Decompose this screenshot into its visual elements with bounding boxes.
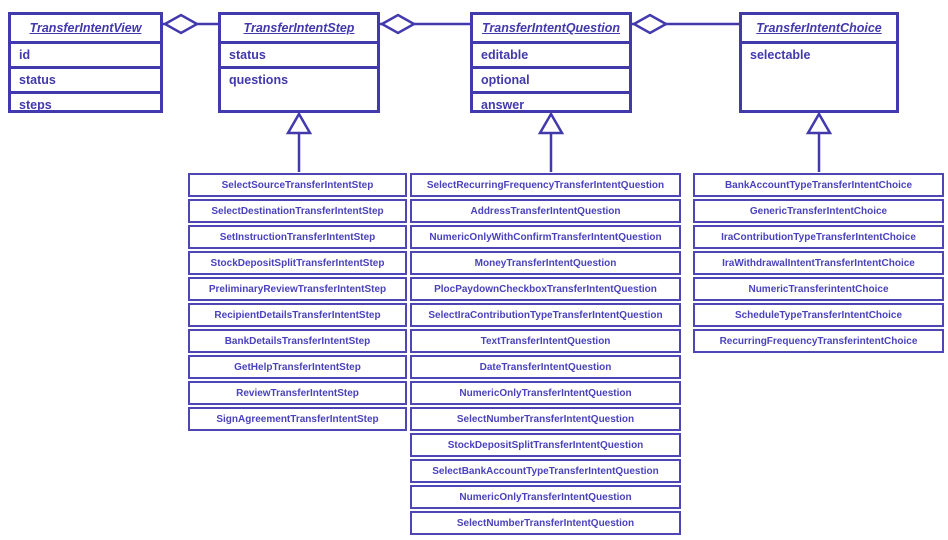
class-attribute: optional <box>473 66 629 91</box>
subclass-row: DateTransferIntentQuestion <box>410 355 681 379</box>
subclass-row: NumericOnlyTransferIntentQuestion <box>410 381 681 405</box>
subclass-row: NumericOnlyWithConfirmTransferIntentQues… <box>410 225 681 249</box>
aggregation-diamond-icon <box>631 13 669 35</box>
aggregation-diamond-icon <box>379 13 417 35</box>
subclass-row: SelectRecurringFrequencyTransferIntentQu… <box>410 173 681 197</box>
class-transfer-intent-choice: TransferIntentChoice selectable <box>739 12 899 113</box>
inheritance-triangle-icon <box>805 111 833 135</box>
subclass-row: TextTransferIntentQuestion <box>410 329 681 353</box>
class-transfer-intent-step: TransferIntentStep status questions <box>218 12 380 113</box>
class-title: TransferIntentChoice <box>756 21 882 35</box>
subclass-row: SelectSourceTransferIntentStep <box>188 173 407 197</box>
class-attribute: id <box>11 41 160 66</box>
subclass-row: GetHelpTransferIntentStep <box>188 355 407 379</box>
class-attribute: status <box>11 66 160 91</box>
subclass-row: SelectIraContributionTypeTransferIntentQ… <box>410 303 681 327</box>
subclass-row: SignAgreementTransferIntentStep <box>188 407 407 431</box>
class-title: TransferIntentView <box>29 21 142 35</box>
inheritance-triangle-icon <box>285 111 313 135</box>
subclass-row: BankAccountTypeTransferIntentChoice <box>693 173 944 197</box>
subclass-row: StockDepositSplitTransferIntentQuestion <box>410 433 681 457</box>
subclass-row: RecipientDetailsTransferIntentStep <box>188 303 407 327</box>
class-attribute: steps <box>11 91 160 112</box>
subclass-row: PreliminaryReviewTransferIntentStep <box>188 277 407 301</box>
class-transfer-intent-view: TransferIntentView id status steps <box>8 12 163 113</box>
class-title: TransferIntentStep <box>243 21 355 35</box>
subclass-row: IraContributionTypeTransferIntentChoice <box>693 225 944 249</box>
subclass-row: IraWithdrawalIntentTransferIntentChoice <box>693 251 944 275</box>
class-attribute: status <box>221 41 377 66</box>
question-subclass-stack: SelectRecurringFrequencyTransferIntentQu… <box>410 173 681 537</box>
class-attribute: editable <box>473 41 629 66</box>
subclass-row: ScheduleTypeTransferIntentChoice <box>693 303 944 327</box>
class-transfer-intent-question: TransferIntentQuestion editable optional… <box>470 12 632 113</box>
subclass-row: AddressTransferIntentQuestion <box>410 199 681 223</box>
subclass-row: PlocPaydownCheckboxTransferIntentQuestio… <box>410 277 681 301</box>
inheritance-triangle-icon <box>537 111 565 135</box>
subclass-row: SelectNumberTransferIntentQuestion <box>410 511 681 535</box>
step-subclass-stack: SelectSourceTransferIntentStep SelectDes… <box>188 173 407 433</box>
subclass-row: SetInstructionTransferIntentStep <box>188 225 407 249</box>
subclass-row: MoneyTransferIntentQuestion <box>410 251 681 275</box>
class-attribute: questions <box>221 66 377 110</box>
subclass-row: NumericOnlyTransferIntentQuestion <box>410 485 681 509</box>
subclass-row: GenericTransferIntentChoice <box>693 199 944 223</box>
subclass-row: ReviewTransferIntentStep <box>188 381 407 405</box>
class-attribute: selectable <box>742 41 896 110</box>
subclass-row: SelectNumberTransferIntentQuestion <box>410 407 681 431</box>
subclass-row: StockDepositSplitTransferIntentStep <box>188 251 407 275</box>
class-title: TransferIntentQuestion <box>482 21 620 35</box>
class-attribute: answer <box>473 91 629 112</box>
subclass-row: BankDetailsTransferIntentStep <box>188 329 407 353</box>
choice-subclass-stack: BankAccountTypeTransferIntentChoice Gene… <box>693 173 944 355</box>
aggregation-diamond-icon <box>162 13 200 35</box>
subclass-row: SelectBankAccountTypeTransferIntentQuest… <box>410 459 681 483</box>
subclass-row: SelectDestinationTransferIntentStep <box>188 199 407 223</box>
subclass-row: RecurringFrequencyTransferintentChoice <box>693 329 944 353</box>
subclass-row: NumericTransferintentChoice <box>693 277 944 301</box>
